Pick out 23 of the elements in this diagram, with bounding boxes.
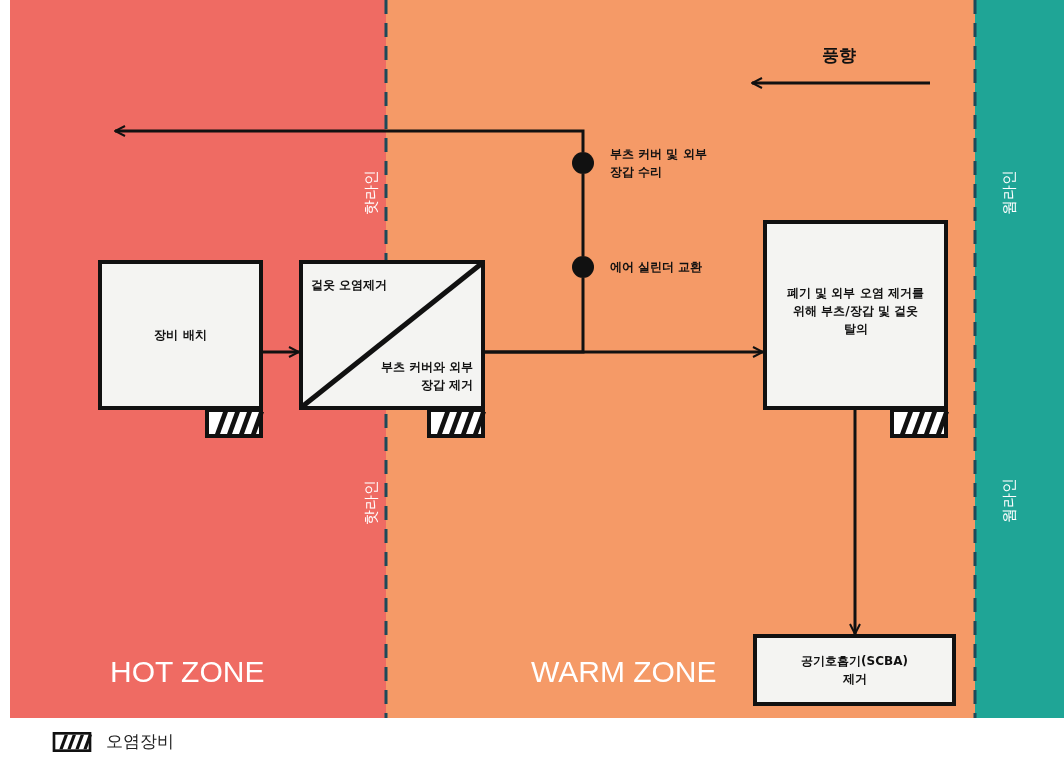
connector-line: [581, 174, 585, 256]
zone-label: HOT ZONE: [110, 655, 265, 689]
step-label: 부츠 커버 및 외부 장갑 수리: [610, 146, 708, 181]
box-text: 폐기 및 외부 오염 제거를 위해 부츠/장갑 및 겉옷 탈의: [786, 285, 925, 338]
line-label: 핫라인: [362, 170, 381, 215]
arrow: [263, 346, 300, 358]
line-label: 웜라인: [1000, 478, 1019, 523]
arrow: [114, 125, 585, 152]
line-label: 핫라인: [362, 480, 381, 525]
box-text: 공기호흡기(SCBA) 제거: [800, 653, 909, 688]
line-label: 웜라인: [1000, 170, 1019, 215]
box-text: 장비 배치: [153, 327, 208, 344]
box-text: 겉옷 오염제거: [311, 277, 389, 294]
wind-direction-label: 풍향: [822, 46, 856, 64]
process-box: [753, 634, 956, 706]
process-box: [763, 220, 948, 410]
arrow: [849, 410, 861, 635]
box-text: 부츠 커버와 외부 장갑 제거: [379, 359, 473, 394]
zone-label: WARM ZONE: [531, 655, 717, 689]
connector-line: [485, 278, 585, 354]
process-box: [98, 260, 263, 410]
step-label: 에어 실린더 교환: [610, 259, 704, 276]
legend-label: 오염장비: [106, 730, 174, 753]
